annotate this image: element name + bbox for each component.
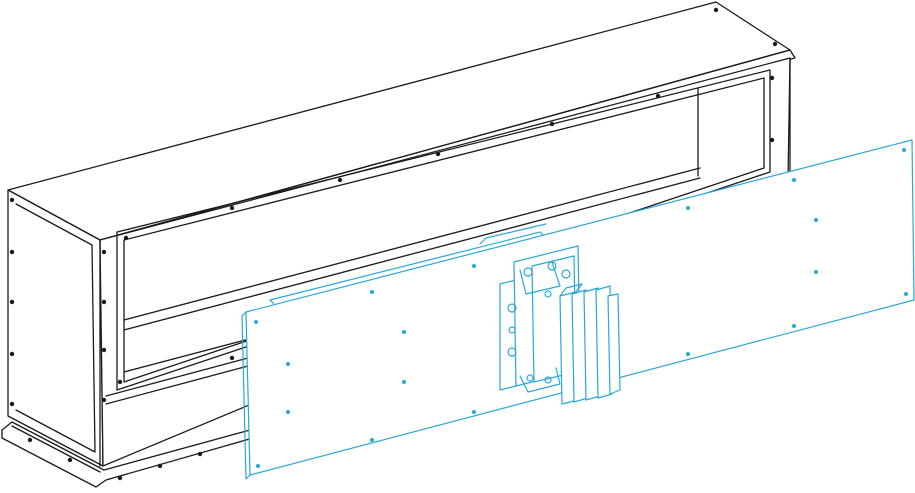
housing-inner-shelf-top	[123, 167, 701, 321]
bolt	[197, 451, 203, 457]
terminal-stud	[547, 261, 557, 271]
busbar-connector	[499, 245, 621, 405]
bolt	[9, 249, 15, 255]
bolt	[9, 197, 15, 203]
panel-hole	[792, 178, 796, 182]
housing-left-end-inner	[15, 203, 96, 453]
bolt	[229, 205, 235, 211]
bolt	[769, 137, 775, 143]
bolt	[123, 235, 129, 241]
terminal-stud	[561, 269, 571, 279]
bolt	[101, 397, 107, 403]
panel-hole	[286, 362, 290, 366]
housing-front-opening-inner	[123, 77, 765, 383]
connector-plate-tops	[559, 283, 583, 297]
bolt	[27, 437, 33, 443]
connector-bracket-top	[519, 261, 561, 295]
housing-bottom-rail-2	[105, 365, 249, 405]
panel-hole	[686, 206, 690, 210]
panel-hole	[370, 290, 374, 294]
housing-inner-shelf-mid	[123, 177, 701, 331]
housing-bolts	[9, 7, 778, 481]
bolt	[9, 401, 15, 407]
connector-plate-5	[607, 293, 621, 395]
terminal-stud	[508, 326, 516, 334]
terminal-stud	[544, 376, 552, 384]
bolt	[67, 457, 73, 463]
panel-hole	[814, 270, 818, 274]
panel-hole	[256, 464, 260, 468]
panel-hole	[370, 438, 374, 442]
panel-hole	[254, 320, 258, 324]
cover-panel-holes	[254, 148, 908, 468]
housing-base-flange-edge	[11, 425, 101, 473]
bolt	[713, 7, 719, 13]
bolt	[117, 379, 123, 385]
bolt	[101, 249, 107, 255]
panel-hole	[472, 410, 476, 414]
panel-hole	[286, 410, 290, 414]
panel-hole	[686, 352, 690, 356]
bolt	[117, 475, 123, 481]
terminal-stud	[526, 374, 534, 382]
connector-back-plate	[499, 279, 517, 391]
bolt	[549, 121, 555, 127]
panel-hole	[814, 218, 818, 222]
panel-hole	[792, 324, 796, 328]
terminal-stud	[523, 267, 533, 277]
busbar-upper-edge	[479, 223, 547, 245]
housing-bottom-rail-1	[105, 357, 249, 397]
panel-hole	[402, 380, 406, 384]
panel-hole	[472, 264, 476, 268]
cover-panel-thickness	[241, 311, 251, 480]
bolt	[772, 41, 778, 47]
panel-hole	[902, 148, 906, 152]
terminal-stud	[507, 347, 517, 357]
bolt	[655, 93, 661, 99]
panel-hole	[904, 292, 908, 296]
bolt	[101, 347, 107, 353]
bolt	[157, 463, 163, 469]
bolt	[229, 355, 235, 361]
terminal-stud	[544, 290, 552, 298]
bolt	[435, 151, 441, 157]
connector-bracket-bottom	[519, 367, 561, 393]
bolt	[9, 299, 15, 305]
terminal-stud	[507, 303, 517, 313]
bolt	[337, 177, 343, 183]
bolt	[101, 299, 107, 305]
bolt	[769, 75, 775, 81]
bolt	[9, 351, 15, 357]
panel-hole	[402, 330, 406, 334]
